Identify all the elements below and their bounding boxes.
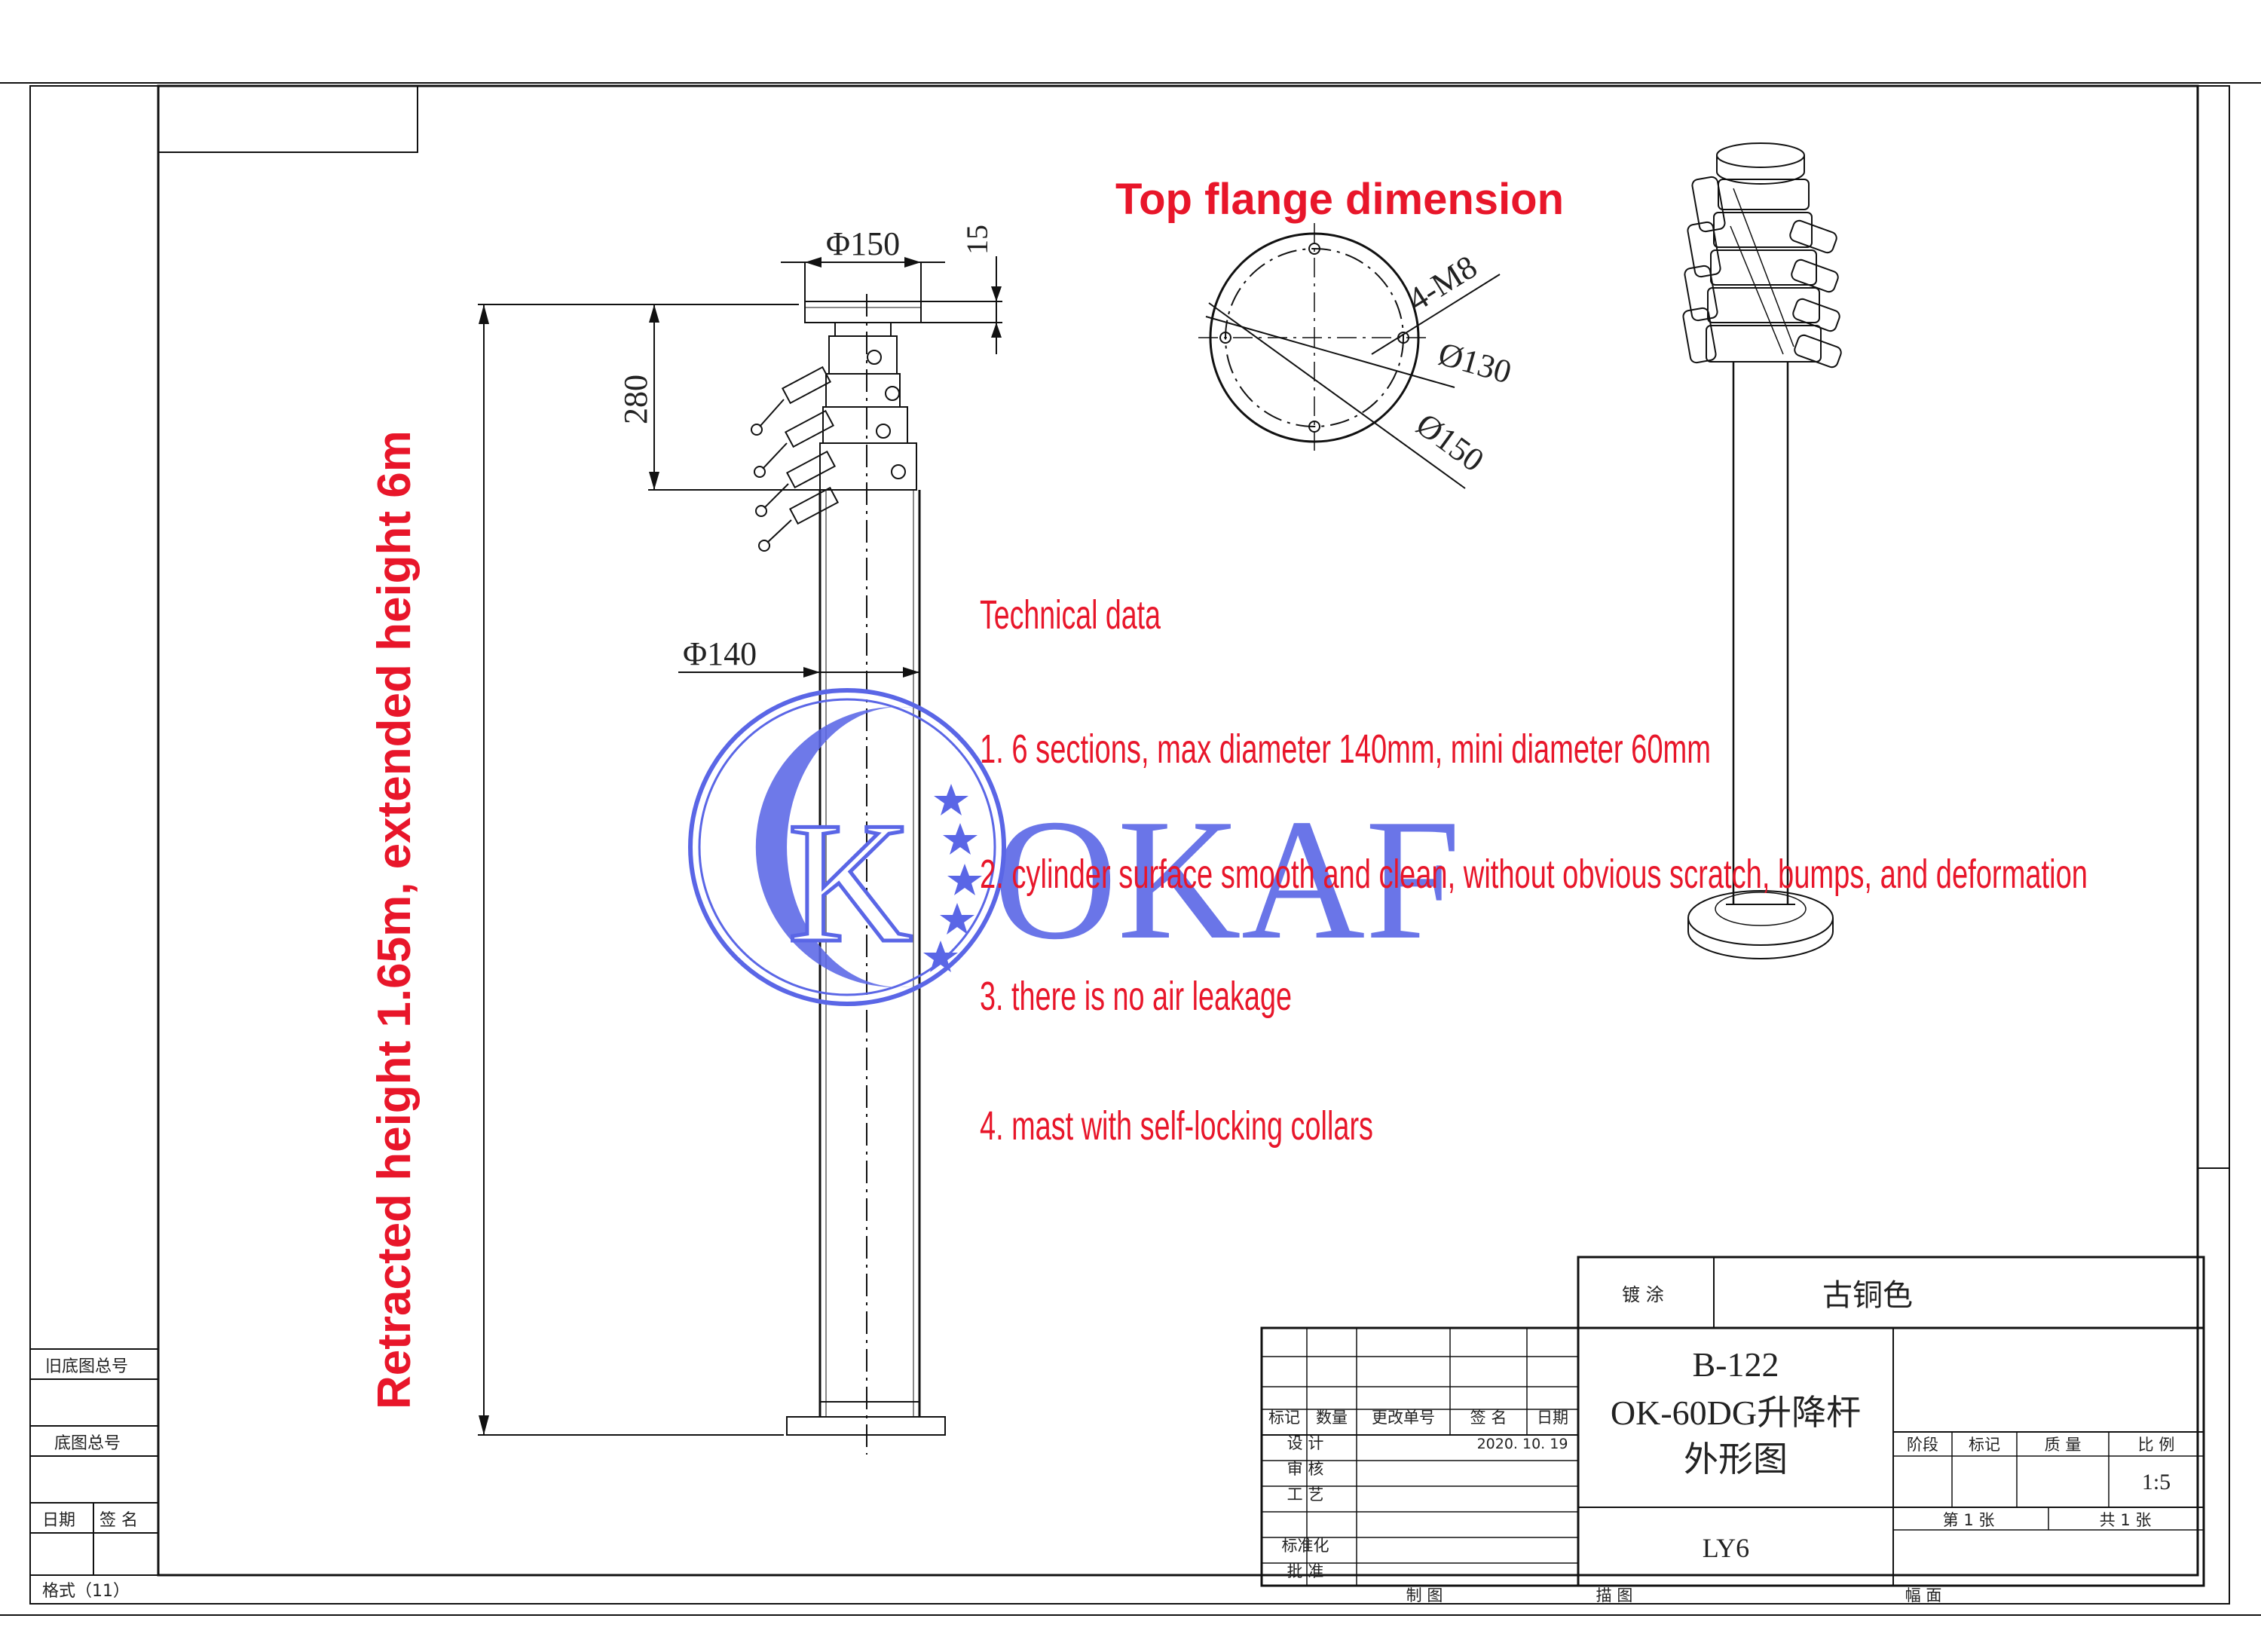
flange-thickness-dim: 15: [960, 225, 994, 255]
mast-isometric-view: [1682, 142, 1842, 959]
drawing-type: 外形图: [1684, 1440, 1788, 1479]
weight-label: 质 量: [2045, 1436, 2082, 1454]
traced-label: 描 图: [1596, 1586, 1633, 1605]
standardize-label: 标准化: [1282, 1537, 1329, 1555]
sheet-number: 第 1 张: [1943, 1511, 1995, 1529]
left-margin-table: 旧底图总号 底图总号 日期 签 名 格式（11）: [30, 1348, 158, 1601]
drawing-number: B-122: [1693, 1345, 1779, 1384]
technical-data: Technical data 1. 6 sections, max diamet…: [980, 592, 2088, 1149]
design-date: 2020. 10. 19: [1477, 1436, 1568, 1452]
technical-data-heading: Technical data: [980, 592, 1161, 638]
tube-dia-dim: Φ140: [683, 635, 757, 672]
format-size-label: 幅 面: [1905, 1586, 1942, 1605]
base-drawing-no-label: 底图总号: [54, 1434, 121, 1453]
rev-header-qty: 数量: [1316, 1409, 1348, 1427]
outer-dia-dim: Ø150: [1409, 405, 1491, 479]
watermark-logo: K OKAF: [688, 688, 1461, 1006]
process-label: 工 艺: [1287, 1485, 1324, 1504]
approve-label: 批 准: [1287, 1562, 1324, 1580]
old-drawing-no-label: 旧底图总号: [45, 1357, 128, 1376]
format-label: 格式（11）: [42, 1582, 130, 1601]
coating-label: 镀 涂: [1622, 1284, 1664, 1305]
rev-header-sign: 签 名: [1470, 1409, 1507, 1427]
retracted-extended-annotation: Retracted height 1.65m, extended height …: [369, 430, 421, 1409]
rev-header-date: 日期: [1537, 1409, 1568, 1427]
head-height-dim: 280: [617, 375, 654, 424]
mark-label: 标记: [1969, 1436, 2000, 1454]
signature-label: 签 名: [99, 1511, 138, 1530]
top-flange-view: Top flange dimension 4-M8 Ø130 Ø150: [1115, 175, 1564, 489]
technical-data-item: 3. there is no air leakage: [980, 974, 1292, 1019]
date-label: 日期: [42, 1511, 75, 1530]
review-label: 审 核: [1287, 1460, 1324, 1478]
design-label: 设 计: [1287, 1434, 1324, 1452]
top-flange-title: Top flange dimension: [1115, 175, 1564, 224]
rev-header-mark: 标记: [1268, 1409, 1300, 1427]
rev-header-change-no: 更改单号: [1372, 1409, 1435, 1427]
total-sheets: 共 1 张: [2100, 1511, 2152, 1529]
watermark-stars: [923, 784, 982, 972]
watermark-k-letter: K: [788, 786, 913, 978]
technical-data-item: 2. cylinder surface smooth and clean, wi…: [980, 852, 2088, 897]
bolts-dim: 4-M8: [1401, 248, 1483, 318]
material-code: LY6: [1703, 1533, 1749, 1563]
flange-dia-dim: Φ150: [826, 225, 900, 262]
watermark-text: OKAF: [993, 783, 1461, 975]
title-block: 镀 涂 古铜色 B-122 OK-60DG升降杆 外形图 LY6 标记 数量 更…: [1260, 1256, 2205, 1605]
sheet-border: [0, 82, 2261, 1616]
scale-value: 1:5: [2142, 1470, 2171, 1494]
stage-label: 阶段: [1907, 1436, 1938, 1454]
scale-label: 比 例: [2138, 1436, 2175, 1454]
pcd-dim: Ø130: [1434, 335, 1515, 391]
mast-side-view: 280 Φ150 15 Φ140: [478, 225, 1002, 1455]
product-name: OK-60DG升降杆: [1611, 1393, 1861, 1432]
coating-value: 古铜色: [1822, 1278, 1913, 1313]
technical-data-item: 4. mast with self-locking collars: [980, 1103, 1373, 1149]
drawn-label: 制 图: [1406, 1586, 1443, 1605]
technical-data-item: 1. 6 sections, max diameter 140mm, mini …: [980, 727, 1711, 772]
